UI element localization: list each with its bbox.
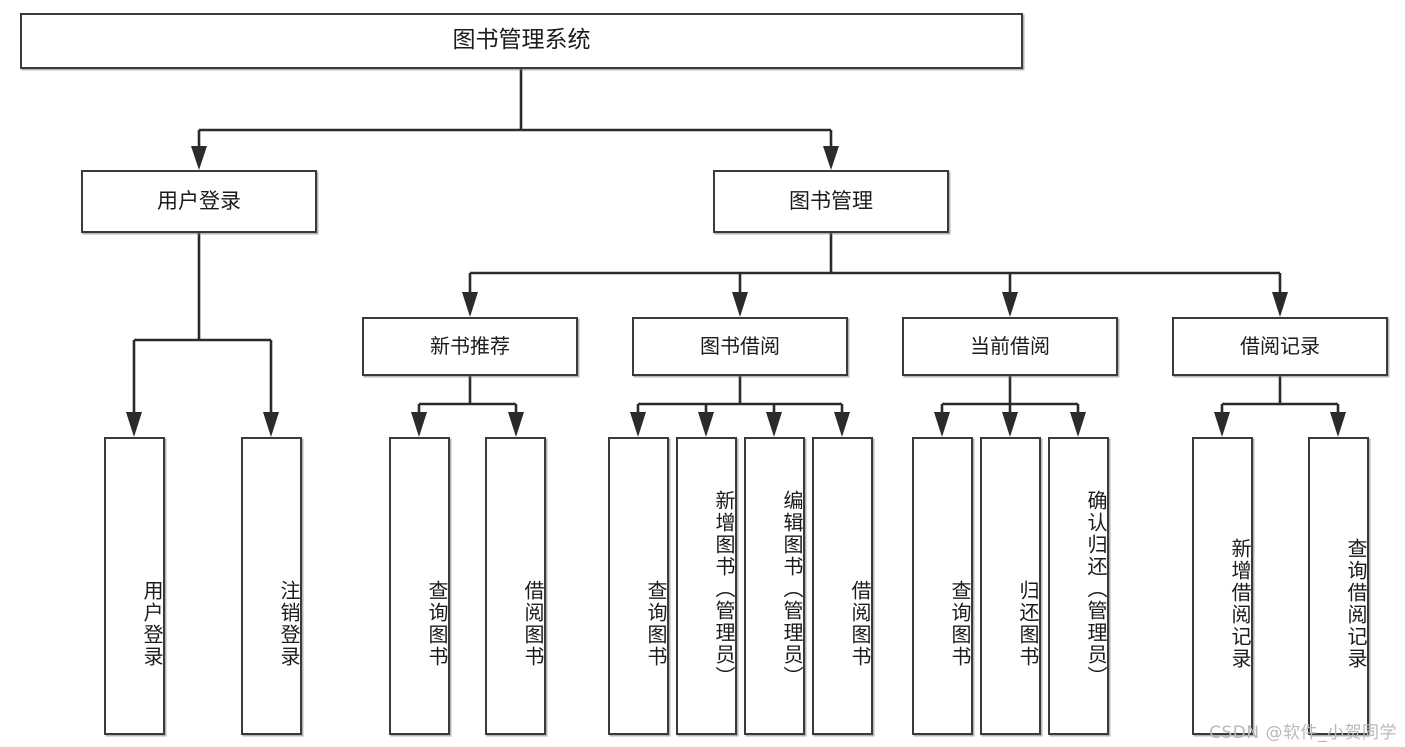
leaf-confirm-return-admin[interactable]: 确认归还（管理员） (1048, 437, 1109, 735)
arrowhead-newbook-1 (411, 412, 427, 437)
node-book-borrow[interactable]: 图书借阅 (632, 317, 848, 376)
leaf-add-borrow-record[interactable]: 新增借阅记录 (1192, 437, 1253, 735)
arrowhead-record-2 (1330, 412, 1346, 437)
arrowhead-newbook-2 (508, 412, 524, 437)
arrowhead-borrow-1 (630, 412, 646, 437)
arrowhead-borrow-3 (766, 412, 782, 437)
arrowhead-leaf-logout (263, 412, 279, 437)
arrowhead-leaf-user-login (126, 412, 142, 437)
leaf-query-book-current[interactable]: 查询图书 (912, 437, 973, 735)
leaf-borrow-book-recommend[interactable]: 借阅图书 (485, 437, 546, 735)
node-user-login[interactable]: 用户登录 (81, 170, 317, 233)
arrowhead-borrow-4 (834, 412, 850, 437)
arrowhead-borrow-2 (698, 412, 714, 437)
arrowhead-current-borrow (1002, 292, 1018, 317)
node-book-management[interactable]: 图书管理 (713, 170, 949, 233)
arrowhead-record-1 (1214, 412, 1230, 437)
arrowhead-user-login (191, 146, 207, 170)
leaf-return-book[interactable]: 归还图书 (980, 437, 1041, 735)
node-current-borrow[interactable]: 当前借阅 (902, 317, 1118, 376)
arrowhead-current-3 (1070, 412, 1086, 437)
leaf-borrow-book[interactable]: 借阅图书 (812, 437, 873, 735)
leaf-query-book-borrow[interactable]: 查询图书 (608, 437, 669, 735)
leaf-query-borrow-record[interactable]: 查询借阅记录 (1308, 437, 1369, 735)
arrowhead-book-mgmt (823, 146, 839, 170)
leaf-logout[interactable]: 注销登录 (241, 437, 302, 735)
leaf-edit-book-admin[interactable]: 编辑图书（管理员） (744, 437, 805, 735)
node-borrow-record[interactable]: 借阅记录 (1172, 317, 1388, 376)
arrowhead-current-2 (1002, 412, 1018, 437)
arrowhead-book-borrow (732, 292, 748, 317)
leaf-user-login[interactable]: 用户登录 (104, 437, 165, 735)
node-root-system[interactable]: 图书管理系统 (20, 13, 1023, 69)
arrowhead-current-1 (934, 412, 950, 437)
leaf-add-book-admin[interactable]: 新增图书（管理员） (676, 437, 737, 735)
leaf-query-book-recommend[interactable]: 查询图书 (389, 437, 450, 735)
arrowhead-new-book (462, 292, 478, 317)
arrowhead-borrow-record (1272, 292, 1288, 317)
node-new-book-recommend[interactable]: 新书推荐 (362, 317, 578, 376)
